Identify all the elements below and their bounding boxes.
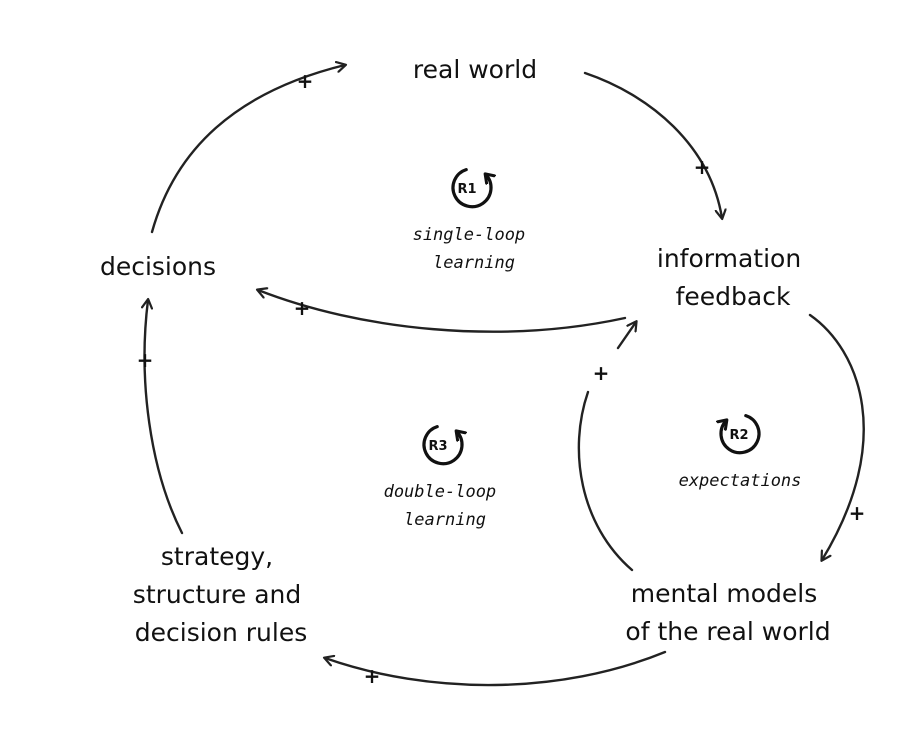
node-strategy-line-3: decision rules — [135, 618, 307, 647]
polarity-decisions-real-world: + — [297, 69, 314, 93]
loop-r1-label: single-loop learning — [413, 225, 536, 273]
polarity-information-decisions: + — [294, 296, 311, 320]
node-real-world: real world — [413, 55, 537, 84]
node-strategy-line-2: structure and — [133, 580, 301, 609]
node-mental-models-line-2: of the real world — [625, 617, 830, 646]
node-strategy: strategy, structure and decision rules — [133, 542, 309, 647]
loop-r2-label: expectations — [679, 471, 802, 491]
link-information-feedback-to-decisions — [258, 290, 627, 333]
polarity-information-mental-models: + — [849, 501, 866, 525]
loop-r1-label-line-1: single-loop — [413, 225, 526, 245]
loop-r1: R1 single-loop learning — [413, 168, 536, 273]
loop-r3-label-line-1: double-loop — [384, 482, 497, 502]
loop-r3-id: R3 — [428, 439, 447, 454]
loop-r2-id: R2 — [729, 428, 748, 443]
loop-r3-label-line-2: learning — [404, 510, 486, 530]
node-information-feedback: information feedback — [657, 244, 809, 311]
polarity-real-world-information: + — [694, 155, 711, 179]
link-mental-models-to-information-feedback-tip — [616, 322, 636, 350]
node-information-feedback-line-1: information — [657, 244, 801, 273]
link-mental-models-to-information-feedback — [577, 390, 634, 572]
polarity-mental-models-strategy: + — [364, 664, 381, 688]
loop-r3-label: double-loop learning — [384, 482, 507, 530]
node-decisions: decisions — [100, 252, 216, 281]
link-real-world-to-information-feedback — [583, 71, 722, 218]
loop-r1-id: R1 — [457, 182, 476, 197]
link-decisions-to-real-world — [150, 65, 345, 234]
loop-r2-circular-arrow-icon — [721, 414, 761, 455]
loop-r3-circular-arrow-icon — [422, 425, 462, 466]
node-information-feedback-line-2: feedback — [676, 282, 791, 311]
node-mental-models-line-1: mental models — [631, 579, 817, 608]
polarity-strategy-decisions: + — [137, 348, 154, 372]
node-mental-models: mental models of the real world — [625, 579, 830, 646]
node-strategy-line-1: strategy, — [161, 542, 273, 571]
polarity-mental-models-information: + — [593, 361, 610, 385]
loop-r1-label-line-2: learning — [433, 253, 515, 273]
link-information-feedback-to-mental-models — [808, 313, 865, 560]
loop-r1-circular-arrow-icon — [451, 168, 491, 209]
loop-r2: R2 expectations — [679, 414, 802, 491]
link-mental-models-to-strategy — [325, 650, 667, 687]
loop-r3: R3 double-loop learning — [384, 425, 507, 530]
link-strategy-to-decisions — [145, 300, 184, 535]
